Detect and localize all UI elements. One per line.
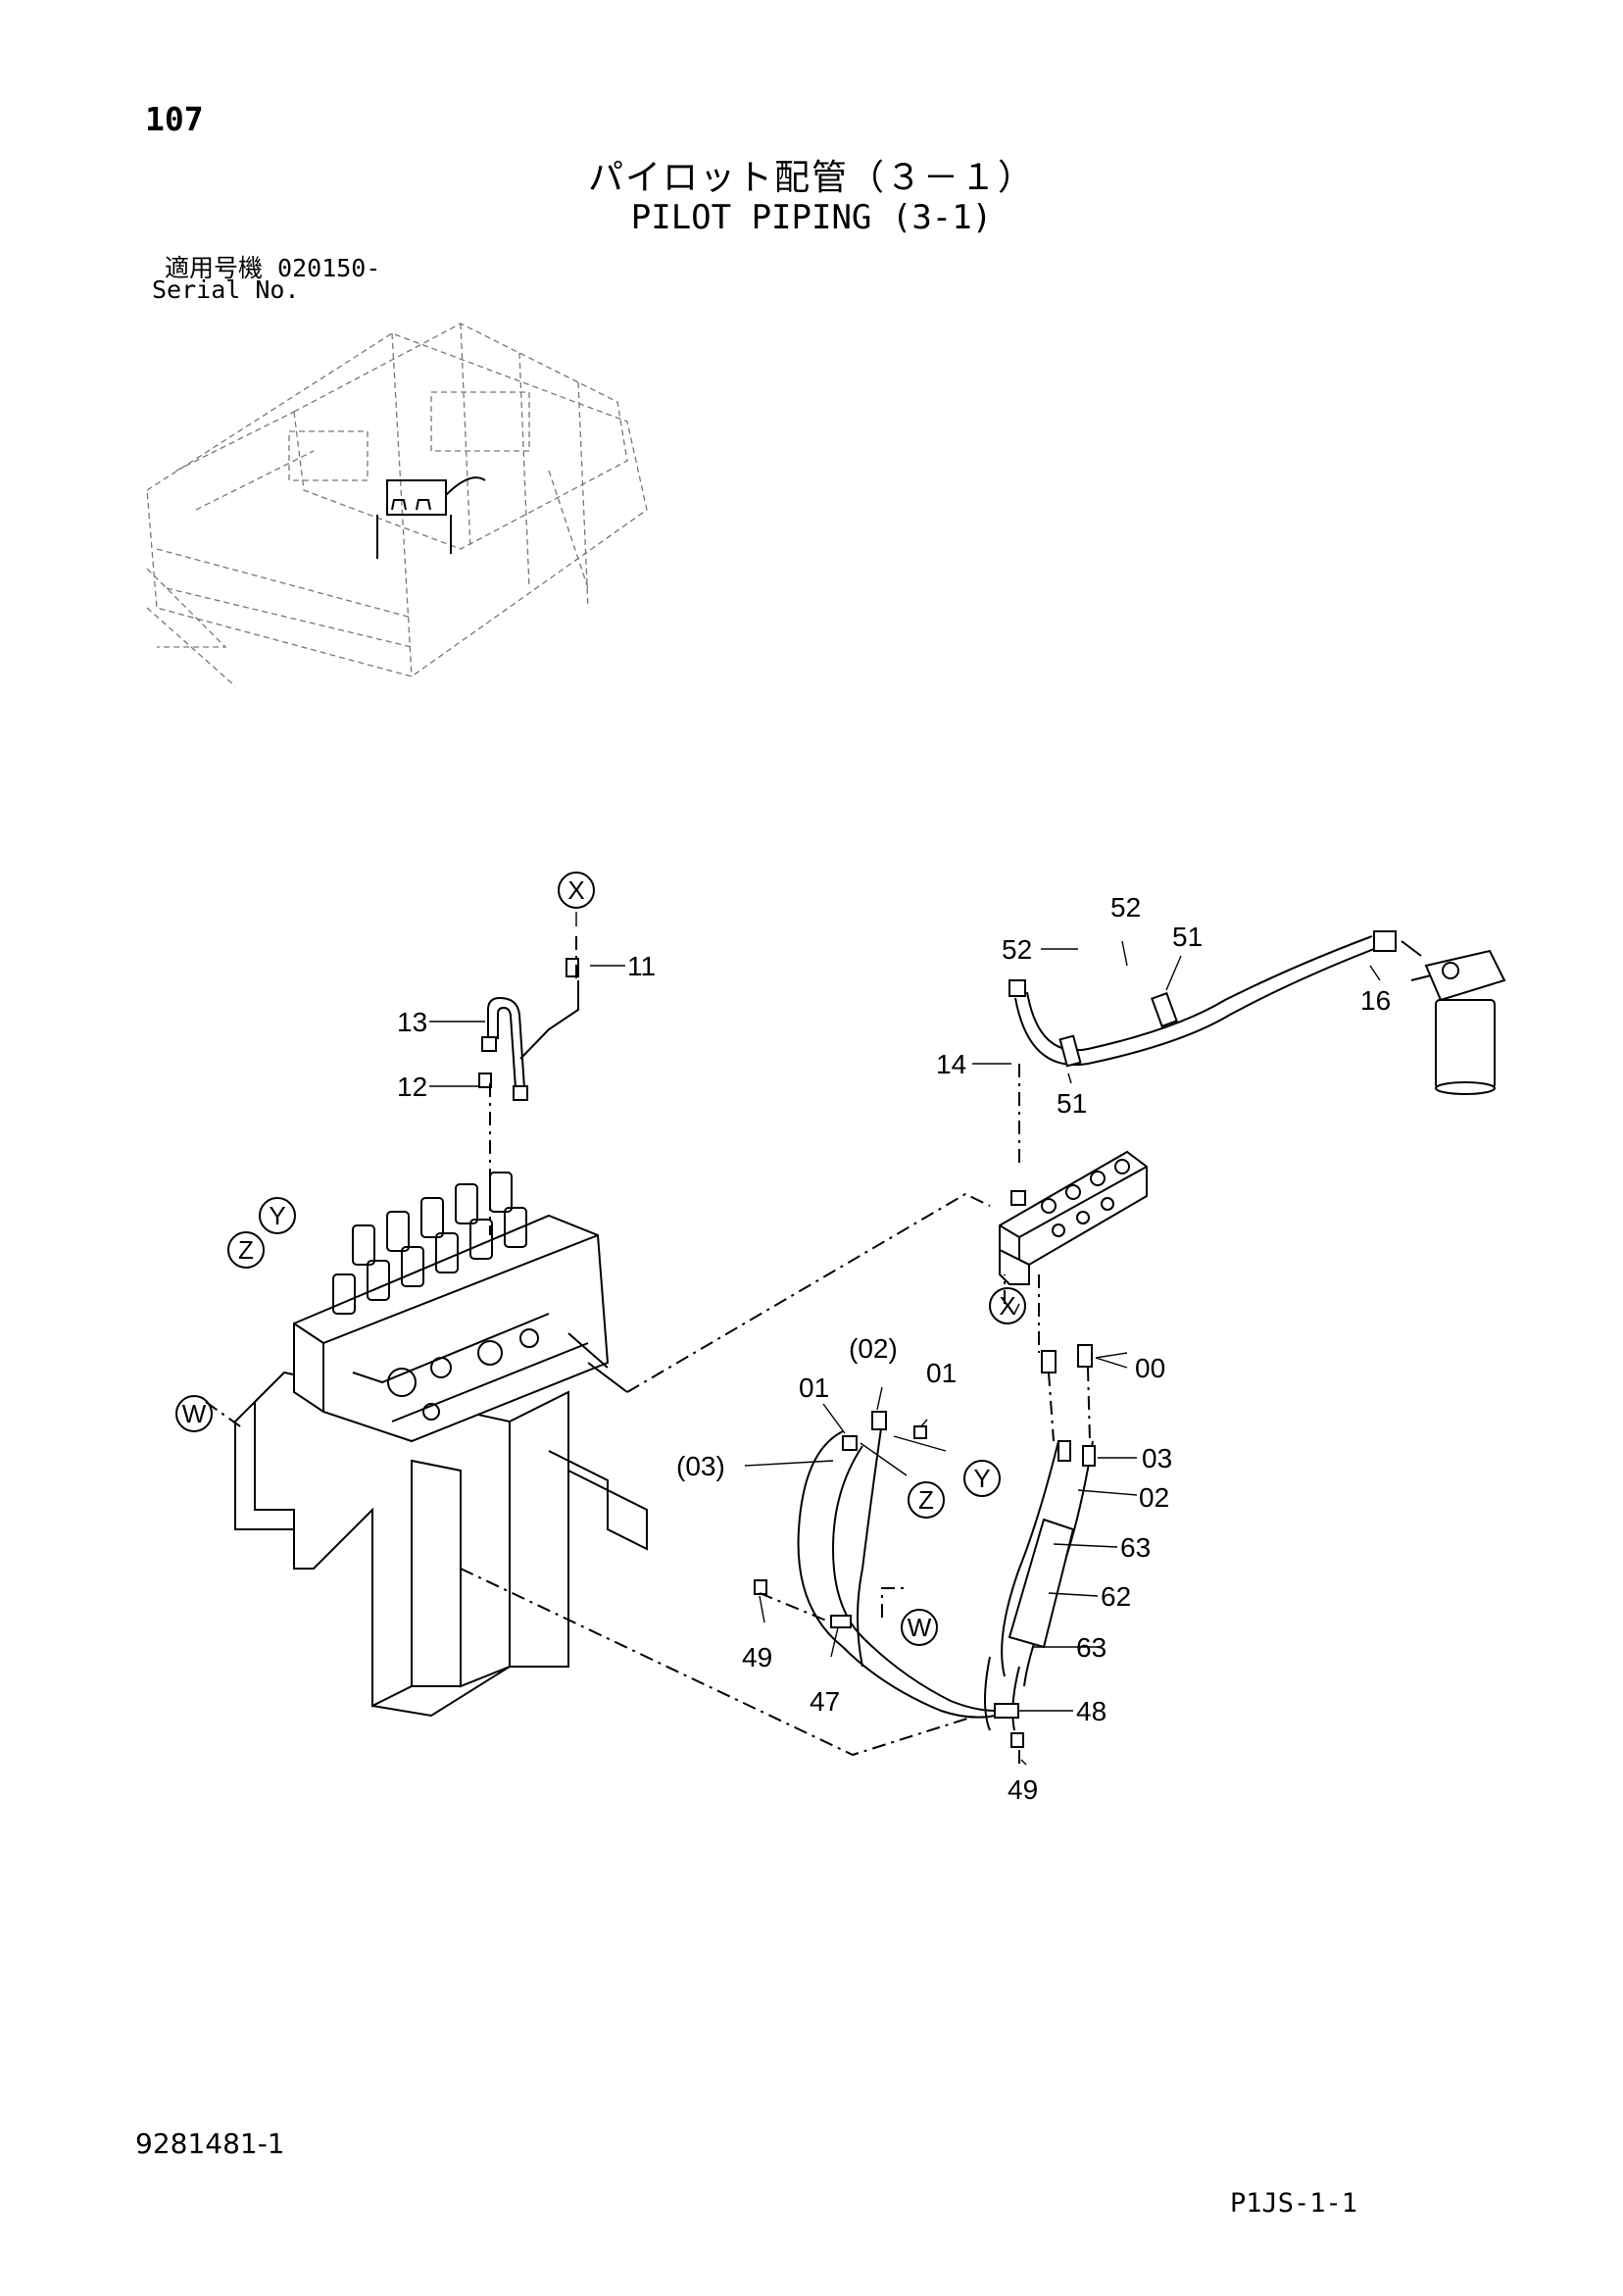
svg-text:Y: Y [973, 1464, 990, 1493]
svg-text:W: W [182, 1399, 207, 1428]
serial-label-en: Serial No. [152, 275, 300, 304]
pilot-manifold-block [999, 1150, 1148, 1285]
callout-13: 13 [397, 1007, 427, 1037]
callout-14: 14 [936, 1049, 966, 1079]
marker-w-right: W [901, 1609, 938, 1646]
callout-03: 03 [1142, 1443, 1172, 1473]
callout-51a: 51 [1172, 922, 1203, 952]
svg-text:Z: Z [918, 1485, 934, 1515]
hose-group-right [984, 1344, 1096, 1748]
marker-y-right: Y [963, 1460, 1001, 1497]
callout-01b: 01 [926, 1358, 957, 1388]
marker-x-top: X [558, 872, 595, 909]
callout-47: 47 [810, 1686, 840, 1717]
callout-49a: 49 [742, 1642, 772, 1672]
callout-11: 11 [627, 951, 656, 981]
svg-text:Y: Y [269, 1201, 285, 1230]
filter-and-pipe-16-assembly [1008, 930, 1506, 1095]
machine-overview-sketch [146, 323, 648, 687]
marker-x-mid: X [989, 1287, 1026, 1324]
svg-text:W: W [908, 1613, 932, 1642]
pipe-13-assembly [478, 958, 579, 1101]
svg-text:X: X [567, 875, 584, 905]
callout-12: 12 [397, 1072, 427, 1102]
callout-00: 00 [1135, 1353, 1165, 1383]
callout-63b: 63 [1076, 1632, 1107, 1663]
callout-labels: 11 13 12 14 52 52 51 51 16 00 03 02 63 6… [397, 892, 1391, 1805]
document-number: 9281481-1 [135, 2127, 285, 2160]
svg-text:X: X [999, 1291, 1015, 1321]
marker-w-left: W [175, 1395, 213, 1432]
pilot-filter [1401, 940, 1506, 1095]
control-valve-assembly [234, 1172, 648, 1718]
callout-52a: 52 [1002, 934, 1032, 965]
callout-02p: (02) [849, 1333, 898, 1364]
callout-49b: 49 [1008, 1774, 1038, 1805]
reference-markers: X Y Z X W Z Y W [175, 872, 1026, 1646]
callout-62: 62 [1101, 1581, 1131, 1612]
marker-z-left: Z [227, 1231, 265, 1269]
hose-group-left [754, 1411, 996, 1719]
callout-02: 02 [1139, 1482, 1169, 1513]
callout-03p: (03) [676, 1451, 725, 1481]
serial-label-jp: 適用号機 020150- [165, 254, 381, 282]
callout-16: 16 [1360, 985, 1391, 1016]
callout-51b: 51 [1057, 1088, 1087, 1119]
callout-48: 48 [1076, 1696, 1107, 1726]
page-number: 107 [145, 100, 204, 138]
callout-52b: 52 [1110, 892, 1141, 923]
page-title-en: PILOT PIPING (3-1) [630, 198, 993, 237]
svg-text:Z: Z [238, 1235, 254, 1265]
callout-01a: 01 [799, 1373, 829, 1403]
callout-63a: 63 [1120, 1532, 1151, 1563]
leader-lines [429, 912, 1381, 1766]
page-title-jp: パイロット配管（３－１） [587, 158, 1035, 198]
marker-z-right: Z [908, 1481, 945, 1519]
page-code: P1JS-1-1 [1230, 2188, 1358, 2219]
reference-lines [205, 936, 1091, 1765]
marker-y-left: Y [259, 1197, 296, 1234]
